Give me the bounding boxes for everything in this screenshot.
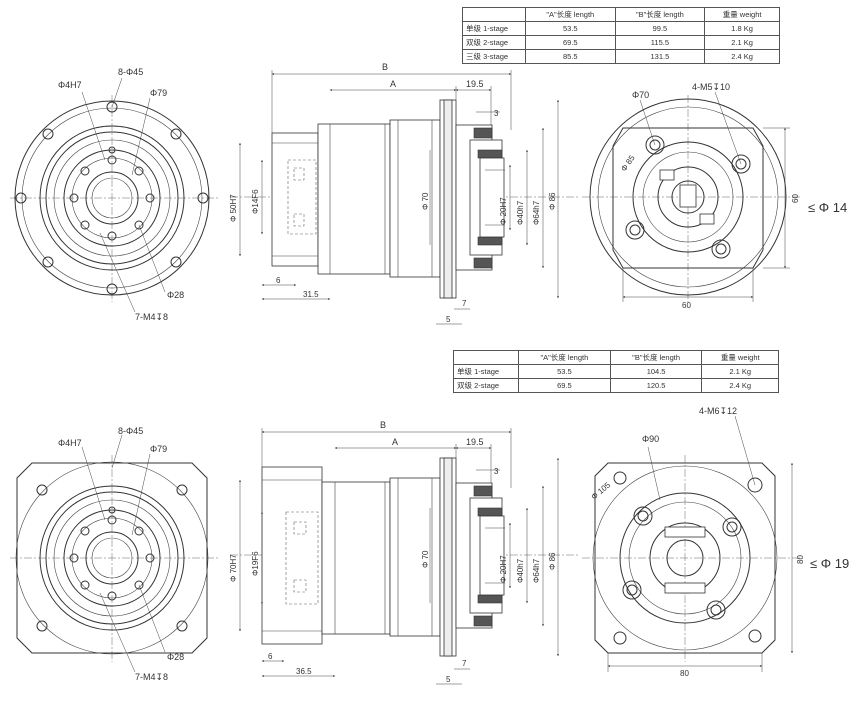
label-rear-phi70: Φ70: [632, 90, 649, 100]
dim-7: 7: [462, 299, 467, 308]
label-shaft-max: ≤ Φ 14: [808, 200, 847, 215]
dim-phi19f6: Φ19F6: [251, 551, 260, 576]
dim-phi70: Φ 70: [421, 192, 430, 210]
dim-rear-80-horizontal: 80: [680, 669, 689, 678]
label-tap: 7-M4↧8: [135, 672, 168, 682]
spec-table-bottom: "A"长度 length "B"长度 length 重量 weight 单级 1…: [453, 350, 779, 393]
label-holes: 8-Φ45: [118, 426, 143, 436]
dim-3: 3: [494, 109, 499, 118]
dim-phi64h7: Φ64h7: [532, 558, 541, 583]
rear-view-top: Φ70 4-M5↧10 Φ 85 60 60 ≤ Φ 14: [582, 82, 847, 310]
dim-a: A: [390, 79, 396, 89]
side-view-bottom: B A 19.5 3 Φ 70H7 Φ19F6 Φ 70 Φ 20H7 Φ40h…: [229, 420, 580, 685]
label-phi28: Φ28: [167, 652, 184, 662]
front-view-top: Φ4H7 8-Φ45 Φ79 Φ28 7-M4↧8: [10, 67, 218, 322]
dim-b: B: [380, 420, 386, 430]
label-shaft-max: ≤ Φ 19: [810, 556, 849, 571]
label-rear-phi105: Φ 105: [590, 480, 613, 501]
label-phi79: Φ79: [150, 88, 167, 98]
dim-19-5: 19.5: [466, 79, 484, 89]
dim-a: A: [392, 437, 398, 447]
dim-rear-80-vertical: 80: [796, 555, 805, 564]
label-phi4h7: Φ4H7: [58, 438, 82, 448]
dim-5: 5: [446, 675, 451, 684]
dim-phi86: Φ 86: [548, 192, 557, 210]
dim-b: B: [382, 62, 388, 72]
label-rear-tap: 4-M6↧12: [699, 406, 737, 416]
dim-5: 5: [446, 315, 451, 324]
dim-6: 6: [268, 652, 273, 661]
dim-rear-60-vertical: 60: [791, 194, 800, 203]
dim-3: 3: [494, 467, 499, 476]
label-tap: 7-M4↧8: [135, 312, 168, 322]
rear-view-bottom: Φ90 4-M6↧12 Φ 105 80 80 ≤ Φ 19: [582, 406, 849, 678]
dim-36-5: 36.5: [296, 667, 312, 676]
table-header: "A"长度 length "B"长度 length 重量 weight: [462, 7, 780, 22]
dim-phi50h7: Φ 50H7: [229, 194, 238, 222]
dim-phi40h7: Φ40h7: [516, 558, 525, 583]
dim-phi20h7: Φ 20H7: [499, 197, 508, 225]
label-rear-tap: 4-M5↧10: [692, 82, 730, 92]
label-phi28: Φ28: [167, 290, 184, 300]
dim-31-5: 31.5: [303, 290, 319, 299]
dim-phi20h7: Φ 20H7: [499, 555, 508, 583]
dim-6: 6: [276, 276, 281, 285]
spec-table-top: "A"长度 length "B"长度 length 重量 weight 单级 1…: [462, 7, 780, 64]
front-view-bottom: Φ4H7 8-Φ45 Φ79 Φ28 7-M4↧8: [10, 426, 218, 682]
label-holes: 8-Φ45: [118, 67, 143, 77]
side-view-top: B A 19.5 3 Φ 50H7 Φ14F6 Φ 70 Φ 20H7 Φ40h…: [229, 62, 580, 325]
dim-phi86: Φ 86: [548, 552, 557, 570]
dim-phi64h7: Φ64h7: [532, 200, 541, 225]
dim-rear-60-horizontal: 60: [682, 301, 691, 310]
label-phi4h7: Φ4H7: [58, 80, 82, 90]
dim-phi70h7: Φ 70H7: [229, 554, 238, 582]
dim-phi70: Φ 70: [421, 550, 430, 568]
dim-phi14f6: Φ14F6: [251, 189, 260, 214]
label-rear-phi90: Φ90: [642, 434, 659, 444]
label-rear-phi85: Φ 85: [619, 153, 637, 173]
label-phi79: Φ79: [150, 444, 167, 454]
dim-19-5: 19.5: [466, 437, 484, 447]
dim-phi40h7: Φ40h7: [516, 200, 525, 225]
dim-7: 7: [462, 659, 467, 668]
